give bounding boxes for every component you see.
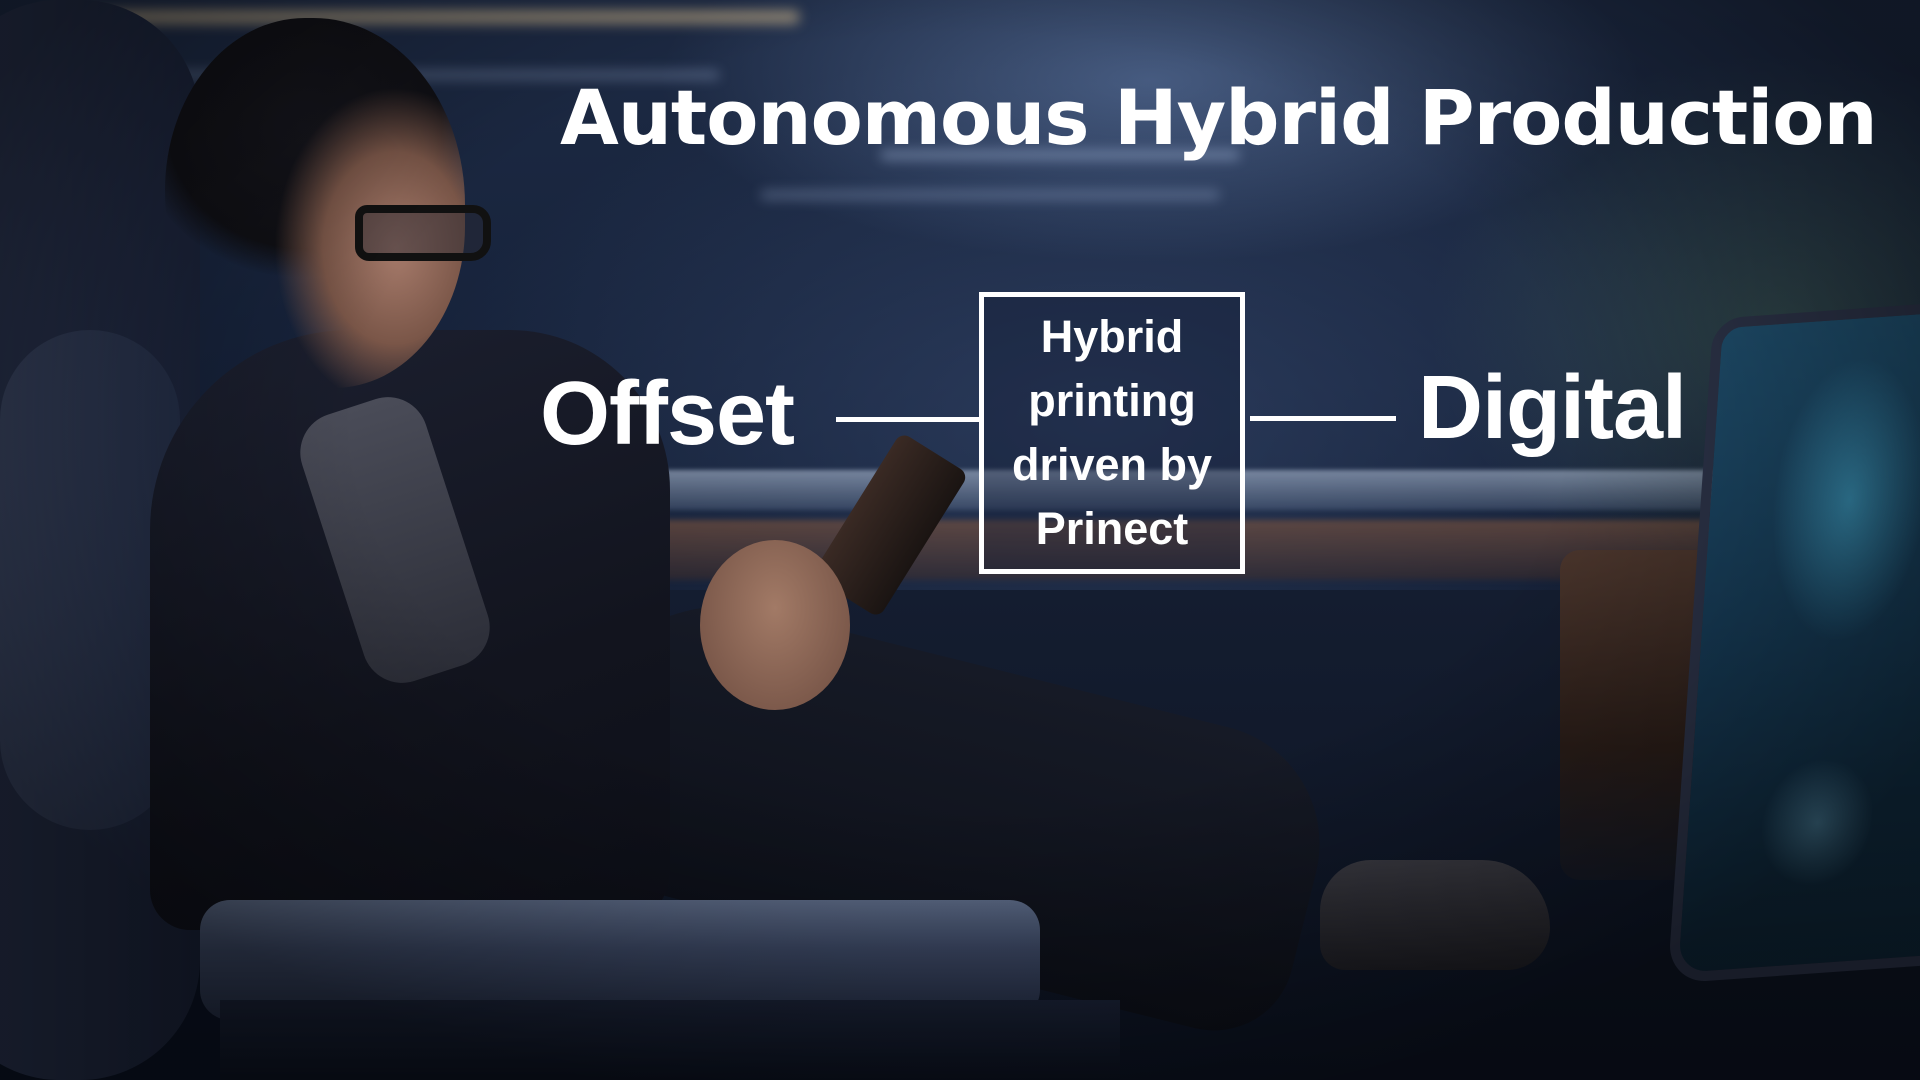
hybrid-printing-text: Hybrid printing driven by Prinect	[1011, 311, 1213, 554]
person-hand	[700, 540, 850, 710]
left-connector-line	[836, 417, 980, 422]
glasses-icon	[355, 205, 491, 261]
hybrid-printing-box: Hybrid printing driven by Prinect	[979, 292, 1245, 574]
window-light-streak	[40, 10, 800, 24]
offset-label: Offset	[540, 364, 795, 464]
window-light-streak	[760, 190, 1220, 200]
digital-label: Digital	[1418, 358, 1687, 458]
right-connector-line	[1250, 416, 1396, 421]
person-head	[165, 18, 465, 388]
window-light-streak	[880, 150, 1240, 160]
window-rail	[460, 470, 1920, 510]
person-shoe	[1320, 860, 1550, 970]
slide-title: Autonomous Hybrid Production	[560, 73, 1878, 162]
armrest-base	[220, 1000, 1120, 1080]
